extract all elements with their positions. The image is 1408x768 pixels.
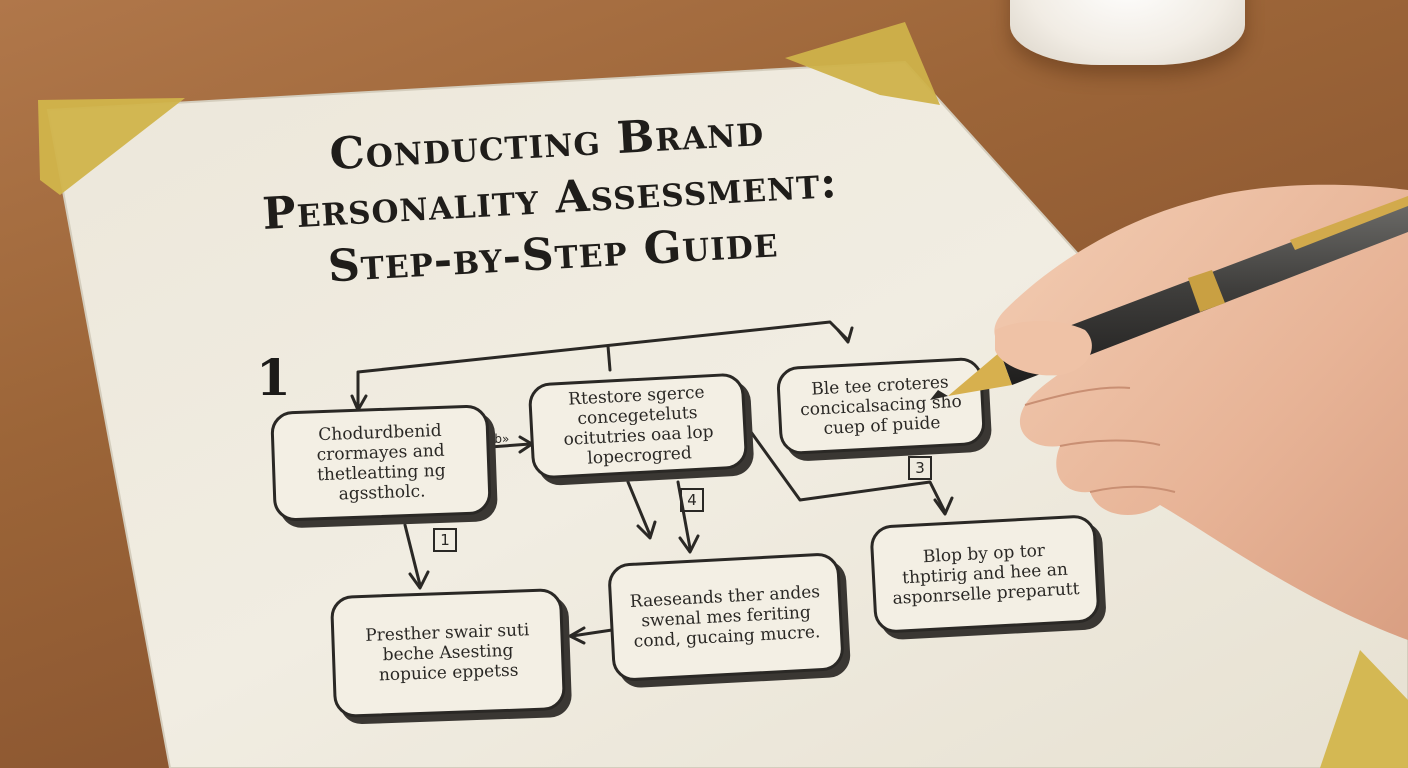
connector-label: «b» [487,432,510,446]
step-tag-3: 3 [908,456,932,480]
step-tag-4: 4 [680,488,704,512]
coffee-cup-icon [1010,0,1245,65]
pen-icon [930,196,1408,400]
step-tag-1: 1 [433,528,457,552]
step-number: 1 [256,348,291,407]
tape-corner-icon [1320,650,1408,768]
tape-corner-icon [38,98,185,195]
tape-corner-icon [785,22,940,105]
